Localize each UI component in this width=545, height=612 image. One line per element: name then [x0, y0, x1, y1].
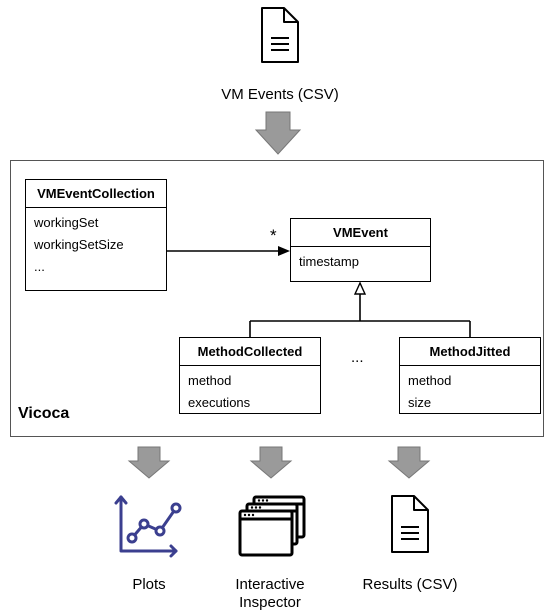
- class-name: MethodJitted: [400, 338, 540, 366]
- input-arrow: [254, 111, 302, 155]
- attribute: method: [408, 373, 452, 388]
- window-dots: [243, 499, 269, 517]
- multiplicity-label: *: [270, 226, 277, 245]
- class-name: VMEventCollection: [26, 180, 166, 208]
- windows-icon: [238, 495, 306, 557]
- attribute: timestamp: [299, 254, 359, 269]
- class-name: VMEvent: [291, 219, 430, 247]
- class-name: MethodCollected: [180, 338, 320, 366]
- class-methodjitted: MethodJitted method size: [399, 337, 541, 414]
- output-label-inspector-line1: Interactive: [235, 576, 305, 593]
- class-vmeventcollection: VMEventCollection workingSet workingSetS…: [25, 179, 167, 291]
- attribute: method: [188, 373, 232, 388]
- results-document-icon: [391, 495, 429, 553]
- output-arrow-inspector: [249, 446, 293, 479]
- attribute: size: [408, 395, 432, 410]
- input-label: VM Events (CSV): [221, 86, 339, 103]
- output-arrow-results: [387, 446, 431, 479]
- output-label-results: Results (CSV): [362, 576, 458, 593]
- input-document-icon-shape: [261, 7, 299, 63]
- framework-frame: [10, 160, 544, 437]
- line-chart-icon: [114, 495, 182, 558]
- output-label-plots: Plots: [132, 576, 166, 593]
- class-vmevent: VMEvent timestamp: [290, 218, 431, 282]
- class-methodcollected: MethodCollected method executions: [179, 337, 321, 414]
- attribute: executions: [188, 395, 251, 410]
- output-arrow-plots: [127, 446, 171, 479]
- attribute: workingSetSize: [34, 237, 124, 252]
- framework-name: Vicoca: [18, 405, 70, 422]
- attribute: workingSet: [34, 215, 99, 230]
- attribute: ...: [34, 259, 45, 274]
- subclass-ellipsis: ...: [351, 349, 364, 366]
- output-label-inspector-line2: Inspector: [239, 594, 301, 611]
